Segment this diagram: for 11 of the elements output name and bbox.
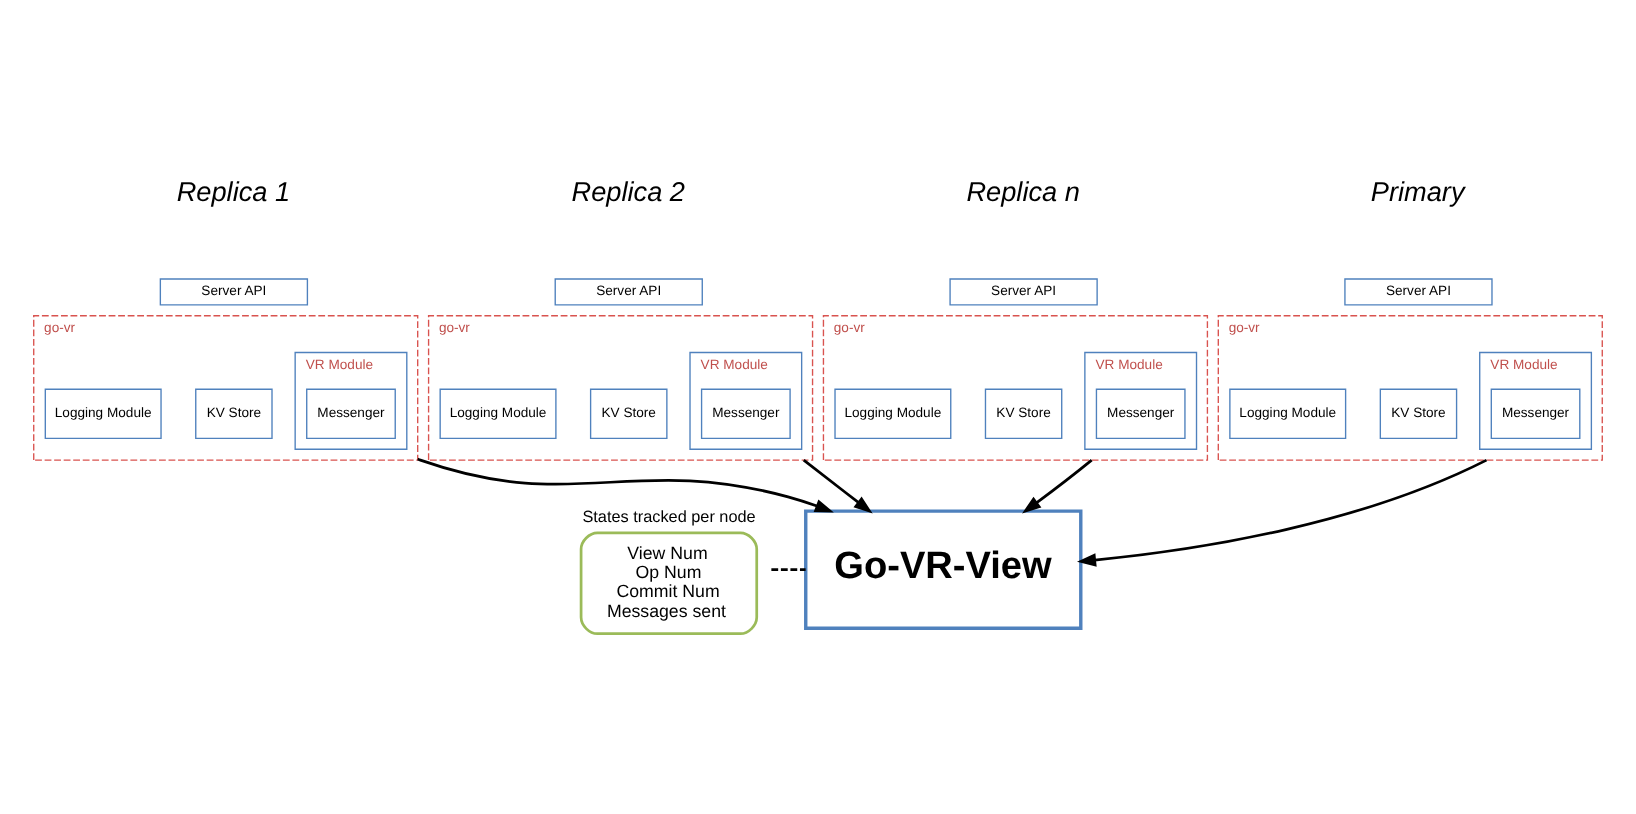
node-box: Go-VR-View xyxy=(804,509,1083,630)
node-label: Replica 1 xyxy=(176,177,291,208)
node-label: Replica n xyxy=(966,177,1080,208)
arrow xyxy=(802,459,873,514)
node-box: View Num Op Num Commit Num Messages sent xyxy=(579,531,759,636)
arrow xyxy=(1022,459,1093,514)
node-label: Replica 2 xyxy=(571,177,686,208)
node-label: Primary xyxy=(1370,177,1465,208)
arrow xyxy=(417,457,834,513)
connector xyxy=(771,568,806,572)
arrow xyxy=(1077,458,1488,567)
